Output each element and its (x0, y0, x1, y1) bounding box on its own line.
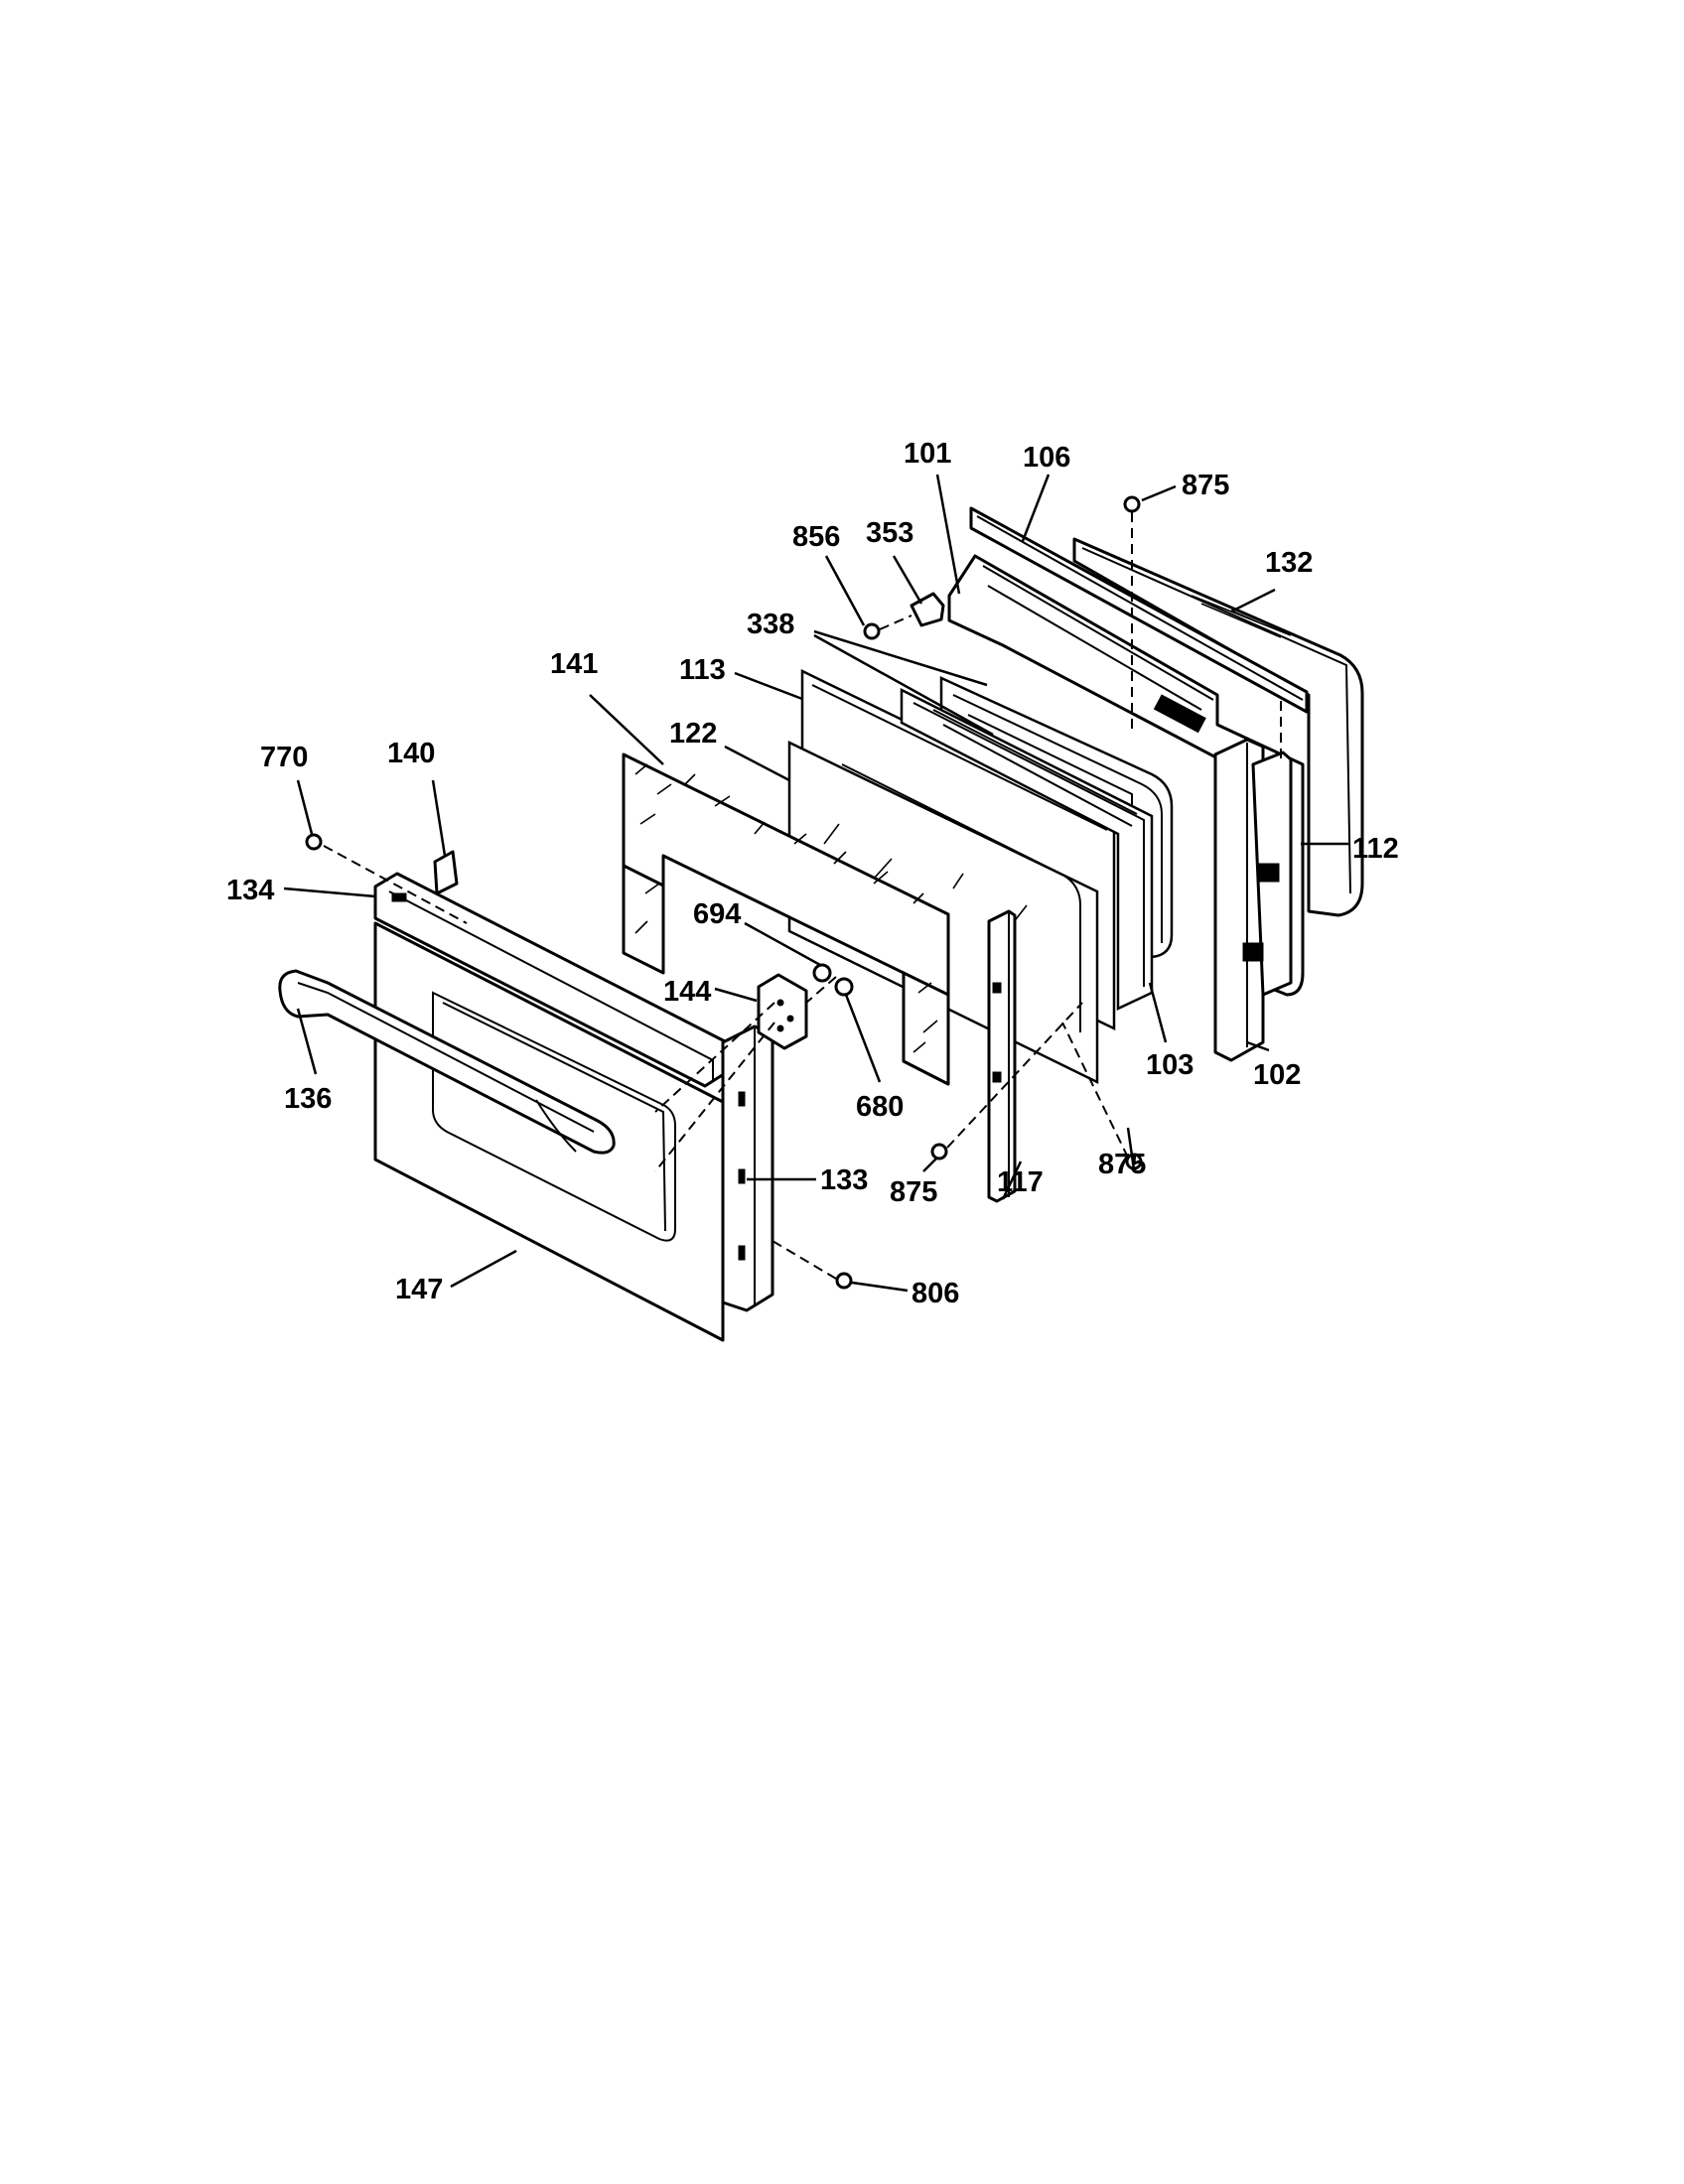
screw-680 (834, 977, 854, 997)
callout-106: 106 (1023, 442, 1070, 474)
part-141-insulation (622, 752, 950, 1086)
callout-102: 102 (1253, 1059, 1301, 1091)
callout-141: 141 (550, 648, 598, 680)
screw-806 (835, 1272, 853, 1290)
callout-113: 113 (679, 654, 726, 686)
part-106-top-channel (969, 506, 1309, 714)
callout-133: 133 (820, 1164, 868, 1196)
callout-132: 132 (1265, 547, 1313, 579)
screw-856 (863, 622, 881, 640)
leader-lines (283, 474, 1348, 1293)
part-136-handle (278, 969, 616, 1155)
alignment-lines (323, 512, 1282, 1280)
callouts: 101 106 875 856 353 132 338 141 113 122 … (226, 438, 1399, 1309)
part-353-hinge-cover (910, 592, 945, 627)
callout-338: 338 (747, 609, 794, 640)
callout-147: 147 (395, 1274, 443, 1305)
callout-117: 117 (997, 1166, 1044, 1198)
callout-103: 103 (1146, 1049, 1193, 1081)
part-338-middle-glass (900, 687, 1154, 1011)
part-102-side-frame (1213, 738, 1293, 1062)
part-140-bracket (433, 850, 459, 895)
callout-353: 353 (866, 517, 913, 549)
screw-875-top (1123, 495, 1141, 513)
callout-112: 112 (1352, 833, 1399, 865)
callout-875-left: 875 (890, 1176, 937, 1208)
callout-694: 694 (693, 898, 741, 930)
screw-694 (812, 963, 832, 983)
callout-875-top: 875 (1182, 470, 1229, 501)
callout-122: 122 (669, 718, 717, 750)
callout-140: 140 (387, 738, 435, 769)
callout-680: 680 (856, 1091, 904, 1123)
part-133-side-trim (721, 1024, 774, 1312)
screw-875-left (930, 1143, 948, 1160)
callout-856: 856 (792, 521, 840, 553)
part-147-outer-door-panel (373, 921, 725, 1342)
callout-136: 136 (284, 1083, 332, 1115)
callout-806: 806 (912, 1278, 959, 1309)
callout-770: 770 (260, 742, 308, 773)
part-144-hinge-plate (757, 973, 808, 1050)
callout-134: 134 (226, 875, 274, 906)
screw-770 (305, 833, 323, 851)
part-132-rear-panel (1072, 537, 1364, 917)
callout-875-right: 875 (1098, 1149, 1146, 1180)
callout-144: 144 (663, 976, 711, 1008)
callout-101: 101 (904, 438, 951, 470)
part-117-hinge-bracket (987, 909, 1017, 1203)
